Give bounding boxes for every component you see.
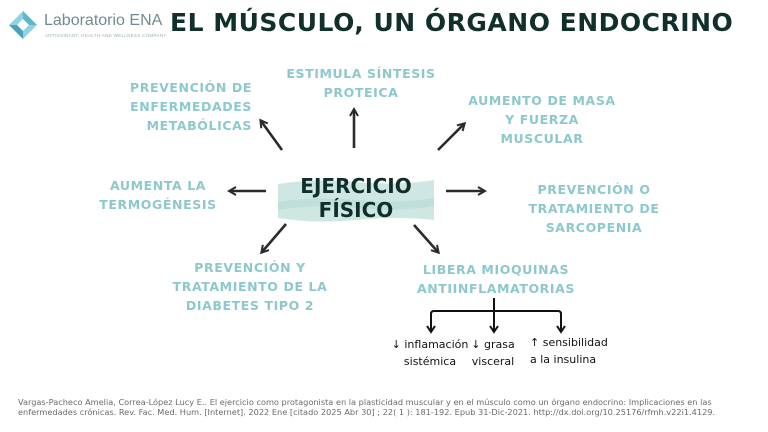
- sub-inflamacion-line2: sistémica: [403, 355, 457, 368]
- sub-insulina-line1: ↑ sensibilidad: [530, 336, 608, 349]
- effect-termogenesis: AUMENTA LA TERMOGÉNESIS: [98, 176, 218, 214]
- effect-metabolicas-line1: PREVENCIÓN DE: [130, 80, 252, 95]
- effect-sarcopenia: PREVENCIÓN O TRATAMIENTO DE SARCOPENIA: [522, 180, 666, 237]
- bracket-tip-middle: [489, 325, 499, 334]
- effect-masa-line1: AUMENTO DE MASA: [468, 93, 616, 108]
- arrow-mioquinas: [413, 224, 438, 252]
- sub-insulina: ↑ sensibilidad a la insulina: [530, 334, 620, 368]
- sub-insulina-line2: a la insulina: [530, 353, 597, 366]
- effect-sarcopenia-line3: SARCOPENIA: [545, 220, 643, 235]
- brand-logo: Laboratorio ENA ANTIOXIDANT, HEALTH AND …: [8, 10, 178, 42]
- effect-sintesis-line1: ESTIMULA SÍNTESIS: [286, 66, 436, 81]
- effect-diabetes-line2: TRATAMIENTO DE LA: [172, 279, 328, 294]
- effect-masa-line2: Y FUERZA: [505, 112, 579, 127]
- brand-tagline: ANTIOXIDANT, HEALTH AND WELLNESS COMPANY: [45, 33, 167, 38]
- effect-masa: AUMENTO DE MASA Y FUERZA MUSCULAR: [468, 91, 616, 148]
- effect-sintesis: ESTIMULA SÍNTESIS PROTEICA: [286, 64, 436, 102]
- effect-diabetes-line1: PREVENCIÓN Y: [194, 260, 306, 275]
- effect-mioquinas-line2: ANTIINFLAMATORIAS: [416, 281, 576, 296]
- effect-sarcopenia-line1: PREVENCIÓN O: [537, 182, 651, 197]
- effect-sarcopenia-line2: TRATAMIENTO DE: [528, 201, 660, 216]
- effect-mioquinas: LIBERA MIOQUINAS ANTIINFLAMATORIAS: [414, 260, 578, 298]
- effect-diabetes-line3: DIABETES TIPO 2: [185, 298, 315, 313]
- sub-inflamacion: ↓ inflamación sistémica: [378, 336, 482, 370]
- page-title: EL MÚSCULO, UN ÓRGANO ENDOCRINO: [170, 8, 734, 37]
- sub-grasa-line1: ↓ grasa: [471, 338, 515, 351]
- center-node: EJERCICIO FÍSICO: [278, 170, 434, 230]
- sub-inflamacion-line1: ↓ inflamación: [391, 338, 469, 351]
- brand-name: Laboratorio ENA: [44, 12, 163, 29]
- effect-diabetes: PREVENCIÓN Y TRATAMIENTO DE LA DIABETES …: [168, 258, 332, 315]
- bracket-tip-right: [556, 325, 566, 334]
- logo-diamond-icon: [9, 11, 37, 39]
- arrow-diabetes: [262, 223, 287, 252]
- center-band-shape: [278, 180, 434, 222]
- sub-grasa: ↓ grasa visceral: [464, 336, 522, 370]
- effect-metabolicas-line3: METABÓLICAS: [146, 118, 252, 133]
- effect-termogenesis-line2: TERMOGÉNESIS: [99, 197, 217, 212]
- center-label-line1: EJERCICIO: [300, 174, 412, 198]
- reference-citation: Vargas-Pacheco Amelia, Correa-López Lucy…: [18, 397, 716, 417]
- mioquinas-bracket: [430, 298, 562, 331]
- bracket-tip-left: [426, 325, 436, 334]
- effect-mioquinas-line1: LIBERA MIOQUINAS: [422, 262, 570, 277]
- center-label: EJERCICIO FÍSICO: [278, 174, 434, 222]
- arrow-masa: [437, 124, 464, 151]
- effect-sintesis-line2: PROTEICA: [323, 85, 399, 100]
- sub-grasa-line2: visceral: [471, 355, 515, 368]
- effect-metabolicas-line2: ENFERMEDADES: [130, 99, 252, 114]
- center-label-line2: FÍSICO: [318, 198, 394, 222]
- effect-termogenesis-line1: AUMENTA LA: [109, 178, 207, 193]
- effect-metabolicas: PREVENCIÓN DE ENFERMEDADES METABÓLICAS: [120, 78, 252, 135]
- effect-masa-line3: MUSCULAR: [500, 131, 584, 146]
- arrow-metabolicas: [261, 121, 284, 151]
